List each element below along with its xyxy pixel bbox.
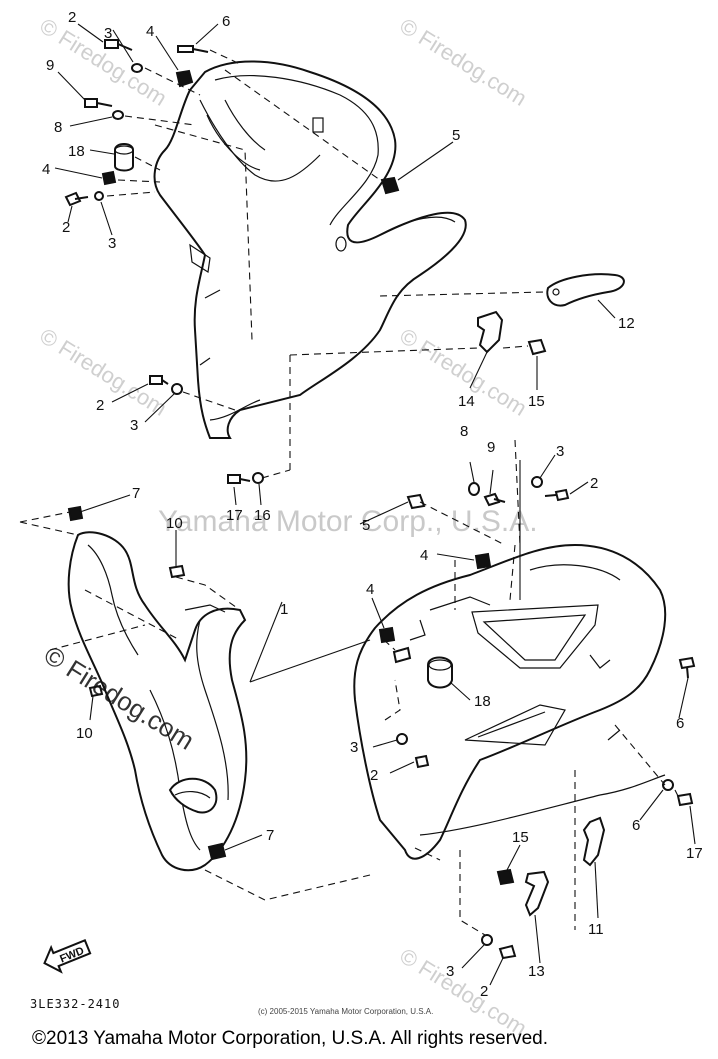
callout-label: 8	[460, 423, 468, 440]
callout-label: 16	[254, 507, 271, 524]
callout-label: 2	[62, 219, 70, 236]
callout-label: 4	[146, 23, 154, 40]
callout-label: 6	[632, 817, 640, 834]
callout-label: 11	[588, 921, 604, 938]
watermark-layer: © Firedog.com © Firedog.com © Firedog.co…	[35, 13, 537, 1041]
watermark-text: © Firedog.com	[395, 943, 531, 1041]
callout-label: 18	[474, 693, 491, 710]
callout-label: 9	[487, 439, 495, 456]
callout-label: 17	[686, 845, 703, 862]
callout-label: 1	[280, 601, 288, 618]
callout-label: 6	[222, 13, 230, 30]
callout-label: 2	[96, 397, 104, 414]
callout-label: 17	[226, 507, 243, 524]
callout-label: 13	[528, 963, 545, 980]
callout-label: 5	[452, 127, 460, 144]
upper-cowling	[153, 60, 467, 439]
callout-label: 8	[54, 119, 62, 136]
callout-label: 3	[104, 25, 112, 42]
callout-label: 2	[480, 983, 488, 1000]
callout-label: 2	[590, 475, 598, 492]
lower-right-side-panel	[353, 476, 696, 960]
callout-label: 12	[618, 315, 635, 332]
callout-label: 9	[46, 57, 54, 74]
callout-numbers: 2 3 4 6 9 8 18 4 2 3 5 12 14 15 2 3 7 17…	[42, 9, 703, 1000]
callout-label: 3	[130, 417, 138, 434]
callout-label: 6	[676, 715, 684, 732]
callout-label: 10	[166, 515, 183, 532]
copyright-notice: ©2013 Yamaha Motor Corporation, U.S.A. A…	[32, 1028, 548, 1049]
callout-label: 15	[512, 829, 529, 846]
fwd-label: FWD	[58, 945, 86, 966]
callout-label: 5	[362, 517, 370, 534]
callout-label: 15	[528, 393, 545, 410]
watermark-text: © Firedog.com	[395, 13, 531, 111]
upper-leader-lines	[54, 23, 616, 506]
callout-label: 4	[42, 161, 50, 178]
callout-label: 14	[458, 393, 475, 410]
callout-label: 2	[370, 767, 378, 784]
callout-label: 10	[76, 725, 93, 742]
callout-label: 3	[108, 235, 116, 252]
lower-left-inner-panel	[67, 505, 248, 872]
callout-label: 3	[350, 739, 358, 756]
diagram-code: 3LE332-2410	[30, 997, 121, 1011]
callout-label: 2	[68, 9, 76, 26]
watermark-center-text: Yamaha Motor Corp., U.S.A.	[158, 505, 538, 538]
fwd-arrow: FWD	[43, 939, 92, 974]
upper-fasteners	[64, 39, 625, 484]
callout-label: 7	[266, 827, 274, 844]
callout-label: 4	[366, 581, 374, 598]
watermark-large-text: © Firedog.com	[39, 640, 200, 756]
callout-label: 3	[556, 443, 564, 460]
callout-label: 18	[68, 143, 85, 160]
callout-label: 7	[132, 485, 140, 502]
lower-leader-lines	[19, 439, 696, 986]
callout-label: 3	[446, 963, 454, 980]
callout-label: 4	[420, 547, 428, 564]
small-copyright: (c) 2005-2015 Yamaha Motor Corporation, …	[258, 1007, 434, 1016]
